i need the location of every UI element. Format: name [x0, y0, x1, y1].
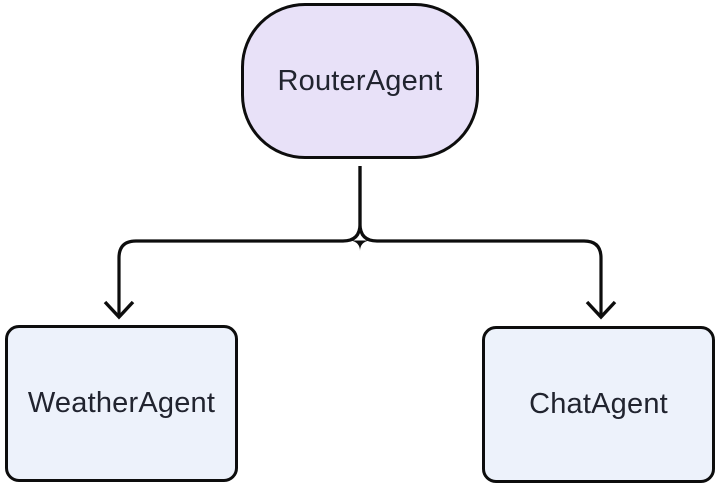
- edge-router-to-weatheragent: [103, 166, 362, 320]
- edge-junction-tip: [351, 240, 369, 251]
- node-chatagent: ChatAgent: [482, 326, 715, 483]
- edge-router-to-chatagent: [358, 166, 617, 320]
- node-label: ChatAgent: [529, 388, 668, 420]
- edge-line: [117, 166, 362, 316]
- node-label: RouterAgent: [277, 64, 443, 97]
- edge-line: [358, 166, 603, 316]
- node-routeragent: RouterAgent: [241, 3, 479, 159]
- edge-arrowhead: [585, 300, 617, 320]
- node-label: WeatherAgent: [27, 387, 216, 419]
- node-weatheragent: WeatherAgent: [5, 325, 238, 482]
- edge-arrowhead: [103, 300, 135, 320]
